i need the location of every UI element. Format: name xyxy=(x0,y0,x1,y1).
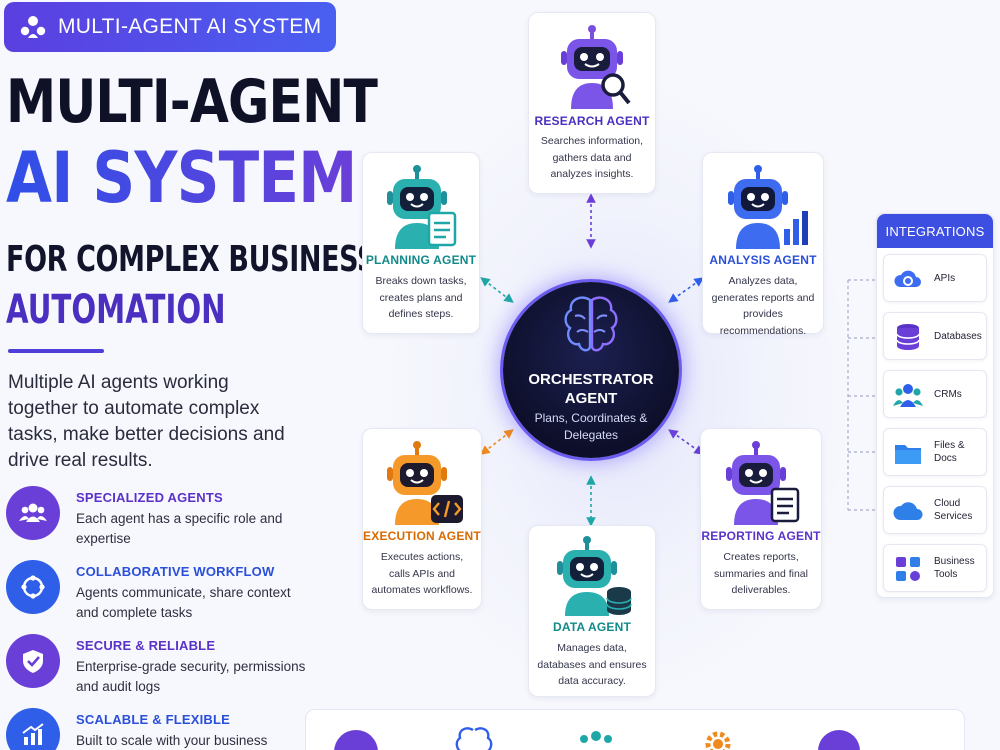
team-step-icon xyxy=(334,730,378,750)
team-icon xyxy=(20,16,46,38)
integration-cloud-services[interactable]: Cloud Services xyxy=(883,486,987,534)
headline-line-1: MULTI-AGENT xyxy=(6,67,378,137)
feature-title: COLLABORATIVE WORKFLOW xyxy=(76,564,275,579)
feature-desc: Enterprise-grade security, permissions a… xyxy=(76,659,306,694)
execution-agent-card[interactable]: EXECUTION AGENT Executes actions, calls … xyxy=(362,428,482,610)
feature-desc: Each agent has a specific role and exper… xyxy=(76,511,283,546)
users-icon xyxy=(893,384,923,407)
research-agent-card[interactable]: RESEARCH AGENT Searches information, gat… xyxy=(528,12,656,194)
workflow-strip xyxy=(305,709,965,750)
sync-icon xyxy=(6,560,60,614)
brain-icon xyxy=(564,296,618,352)
check-step-icon xyxy=(818,730,860,750)
agent-title: PLANNING AGENT xyxy=(365,253,477,267)
orchestrator-subtitle: Plans, Coordinates & Delegates xyxy=(534,411,648,442)
feature-scalable-flexible: SCALABLE & FLEXIBLE Built to scale with … xyxy=(6,706,326,750)
reporting-agent-card[interactable]: REPORTING AGENT Creates reports, summari… xyxy=(700,428,822,610)
people-step-icon xyxy=(580,731,612,743)
integration-files-docs[interactable]: Files & Docs xyxy=(883,428,987,476)
agent-desc: Analyzes data, generates reports and pro… xyxy=(711,275,815,337)
integration-label: APIs xyxy=(934,272,956,284)
feature-collaborative-workflow: COLLABORATIVE WORKFLOW Agents communicat… xyxy=(6,558,326,622)
analysis-agent-card[interactable]: ANALYSIS AGENT Analyzes data, generates … xyxy=(702,152,824,337)
connector-arrows xyxy=(480,193,704,527)
agent-title: RESEARCH AGENT xyxy=(534,114,650,128)
integration-label: Business Tools xyxy=(934,556,975,580)
headline-line-2: AI SYSTEM xyxy=(6,137,357,219)
feature-desc: Built to scale with your business xyxy=(76,733,268,748)
agent-desc: Executes actions, calls APIs and automat… xyxy=(371,551,473,596)
integration-business-tools[interactable]: Business Tools xyxy=(883,544,987,592)
planning-agent-card[interactable]: PLANNING AGENT Breaks down tasks, create… xyxy=(362,152,480,334)
agent-title: EXECUTION AGENT xyxy=(363,529,481,543)
badge-label: MULTI-AGENT AI SYSTEM xyxy=(58,15,322,38)
feature-specialized-agents: SPECIALIZED AGENTS Each agent has a spec… xyxy=(6,484,326,548)
execution-robot-icon xyxy=(387,441,463,525)
feature-title: SPECIALIZED AGENTS xyxy=(76,490,223,505)
agent-desc: Creates reports, summaries and final del… xyxy=(714,551,808,596)
data-robot-icon xyxy=(557,536,632,616)
feature-secure-reliable: SECURE & RELIABLE Enterprise-grade secur… xyxy=(6,632,326,696)
agent-title: REPORTING AGENT xyxy=(701,529,821,543)
cloud-icon xyxy=(893,502,923,520)
shield-icon xyxy=(6,634,60,688)
integration-apis[interactable]: APIs xyxy=(883,254,987,302)
data-agent-card[interactable]: DATA AGENT Manages data, databases and e… xyxy=(528,525,656,697)
growth-chart-icon xyxy=(6,708,60,750)
agent-desc: Manages data, databases and ensures data… xyxy=(537,642,647,687)
system-badge: MULTI-AGENT AI SYSTEM xyxy=(4,2,336,52)
apps-icon xyxy=(896,557,920,581)
brain-step-icon xyxy=(455,727,493,750)
planning-robot-icon xyxy=(387,165,457,249)
headline-line-4: AUTOMATION xyxy=(6,287,226,333)
agent-title: DATA AGENT xyxy=(553,620,631,634)
headline-line-3: FOR COMPLEX BUSINESS xyxy=(6,239,377,280)
agent-desc: Breaks down tasks, creates plans and def… xyxy=(375,275,467,320)
feature-title: SECURE & RELIABLE xyxy=(76,638,216,653)
feature-title: SCALABLE & FLEXIBLE xyxy=(76,712,231,727)
integration-connectors xyxy=(847,279,876,511)
integration-label: Files & Docs xyxy=(934,440,965,464)
integration-databases[interactable]: Databases xyxy=(883,312,987,360)
agent-desc: Searches information, gathers data and a… xyxy=(540,135,644,180)
integration-label: Databases xyxy=(934,330,982,342)
people-icon xyxy=(6,486,60,540)
research-robot-icon xyxy=(561,25,631,109)
integrations-panel: INTEGRATIONS APIs Databases CRMs Files &… xyxy=(876,213,994,598)
integrations-title: INTEGRATIONS xyxy=(877,214,993,248)
orchestrator-title: ORCHESTRATOR AGENT xyxy=(528,371,654,407)
folder-icon xyxy=(895,445,921,464)
headline-divider xyxy=(8,349,104,353)
feature-desc: Agents communicate, share context and co… xyxy=(76,585,291,620)
intro-text: Multiple AI agents working together to a… xyxy=(8,372,285,471)
gear-step-icon xyxy=(705,731,731,750)
integration-label: Cloud Services xyxy=(934,498,973,522)
integration-crms[interactable]: CRMs xyxy=(883,370,987,418)
integration-label: CRMs xyxy=(934,388,962,400)
cloud-gear-icon xyxy=(894,270,921,287)
orchestrator-agent[interactable]: ORCHESTRATOR AGENT Plans, Coordinates & … xyxy=(503,282,679,458)
database-icon xyxy=(896,324,920,350)
reporting-robot-icon xyxy=(726,441,800,525)
agent-title: ANALYSIS AGENT xyxy=(709,253,817,267)
analysis-robot-icon xyxy=(728,165,808,249)
